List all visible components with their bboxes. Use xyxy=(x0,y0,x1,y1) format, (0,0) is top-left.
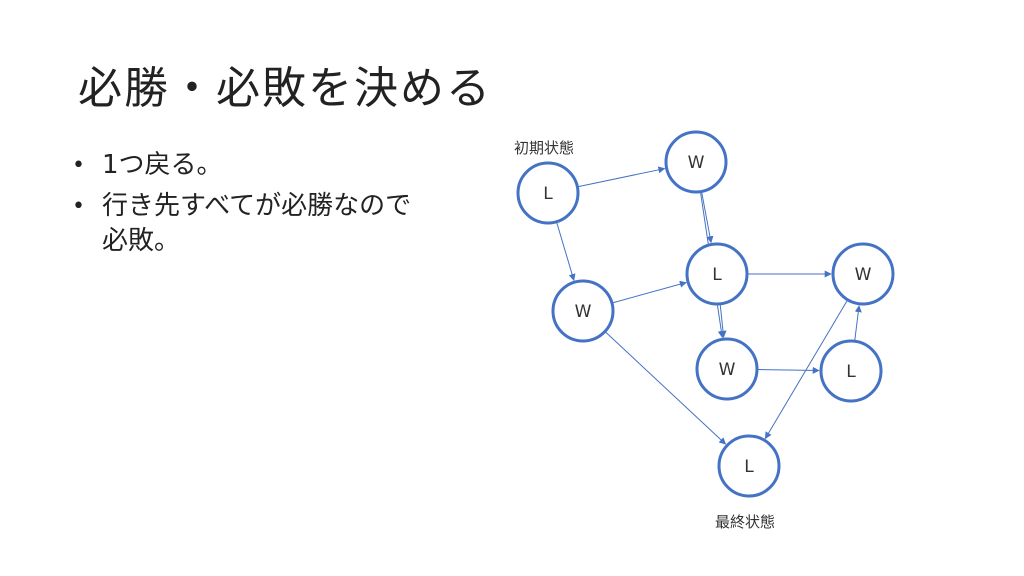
edge-n1-n2 xyxy=(578,166,666,188)
state-node-n6: W xyxy=(831,242,895,306)
bullet-list: • 1つ戻る。 • 行き先すべてが必勝なので 必敗。 xyxy=(70,148,490,265)
bullet-item: • 行き先すべてが必勝なので 必敗。 xyxy=(70,189,490,259)
final-state-label: 最終状態 xyxy=(715,513,775,531)
state-node-n4: L xyxy=(685,242,749,306)
state-node-label: W xyxy=(575,302,592,322)
initial-state-label: 初期状態 xyxy=(514,139,574,157)
edge-n6-n8 xyxy=(764,300,848,440)
edges-layer xyxy=(556,166,862,445)
slide-title: 必勝・必敗を決める xyxy=(78,63,492,114)
state-node-circle xyxy=(516,161,580,225)
state-node-label: L xyxy=(744,457,754,477)
bullet-text: 行き先すべてが必勝なので xyxy=(102,191,412,221)
state-node-n2: W xyxy=(664,130,728,194)
state-node-circle xyxy=(831,242,895,306)
state-node-circle xyxy=(717,434,781,498)
state-node-circle xyxy=(664,130,728,194)
nodes-layer: L W W L W W L L xyxy=(516,130,895,498)
edge-n1-n3 xyxy=(556,222,576,281)
edge-n7-n6 xyxy=(854,305,862,341)
state-node-n3: W xyxy=(551,279,615,343)
state-node-label: W xyxy=(688,153,705,173)
bullet-text-continued: 必敗。 xyxy=(102,226,181,256)
state-node-label: L xyxy=(846,362,856,382)
state-node-circle xyxy=(551,279,615,343)
edge-n3-n4 xyxy=(612,280,687,304)
state-node-n7: L xyxy=(819,339,883,403)
bullet-text: 1つ戻る。 xyxy=(102,150,223,180)
state-node-label: L xyxy=(543,184,553,204)
state-node-n8: L xyxy=(717,434,781,498)
edge-n2-n4 xyxy=(701,192,714,244)
state-node-circle xyxy=(819,339,883,403)
edge-n3-n8 xyxy=(605,331,727,445)
state-node-label: W xyxy=(855,265,872,285)
edge-n5-n7 xyxy=(757,366,820,374)
state-node-n5: W xyxy=(695,337,759,401)
state-node-circle xyxy=(685,242,749,306)
edge-n4-n5 xyxy=(719,304,727,338)
bullet-dot: • xyxy=(72,194,85,219)
bullet-dot: • xyxy=(72,153,85,178)
state-node-circle xyxy=(695,337,759,401)
bullet-item: • 1つ戻る。 xyxy=(70,148,490,183)
state-node-label: W xyxy=(719,360,736,380)
state-node-n1: L xyxy=(516,161,580,225)
state-node-label: L xyxy=(712,265,722,285)
